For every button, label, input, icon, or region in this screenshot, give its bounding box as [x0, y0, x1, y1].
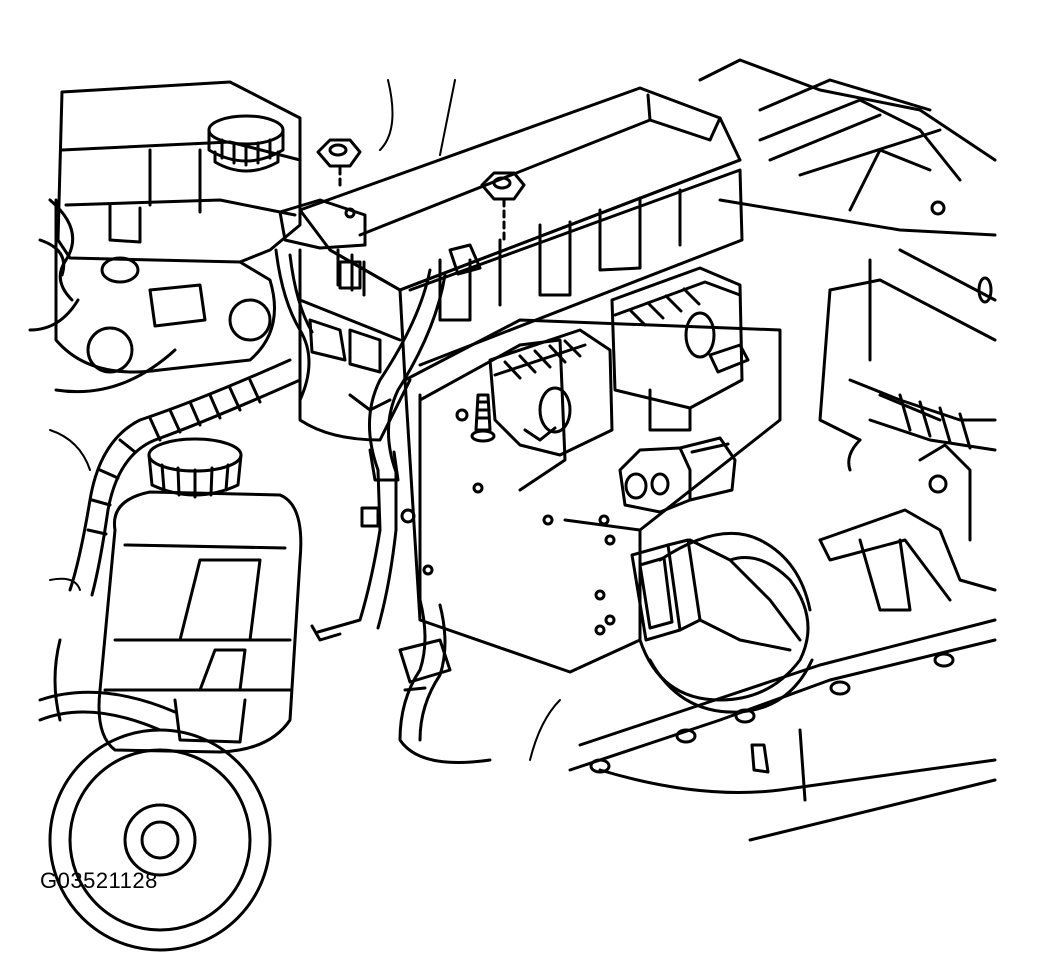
pulley	[40, 640, 270, 950]
harness-connector	[632, 540, 800, 650]
fuse-block-bracket-plate	[405, 320, 780, 672]
relay-connector-left	[490, 330, 612, 455]
frame-rail-right	[820, 380, 995, 610]
mounting-nut-left	[318, 140, 360, 190]
body-structure-right	[700, 60, 995, 440]
stud-bolt	[472, 395, 494, 441]
power-steering-reservoir	[99, 492, 301, 752]
relay-connector-right	[612, 268, 748, 430]
mounting-bracket	[280, 200, 365, 295]
brake-master-cylinder-reservoir	[58, 82, 300, 282]
power-steering-cap	[149, 439, 241, 497]
wiring-harness-left	[70, 360, 300, 595]
figure-caption: G03521128	[40, 868, 158, 893]
battery-cable	[312, 270, 445, 640]
wire-connector-plug	[620, 438, 735, 512]
ground-cable	[400, 600, 490, 763]
lower-crossmember	[570, 620, 995, 840]
accent-lines	[50, 80, 560, 760]
master-cylinder-body	[56, 200, 275, 392]
reservoir-cap	[209, 116, 283, 171]
